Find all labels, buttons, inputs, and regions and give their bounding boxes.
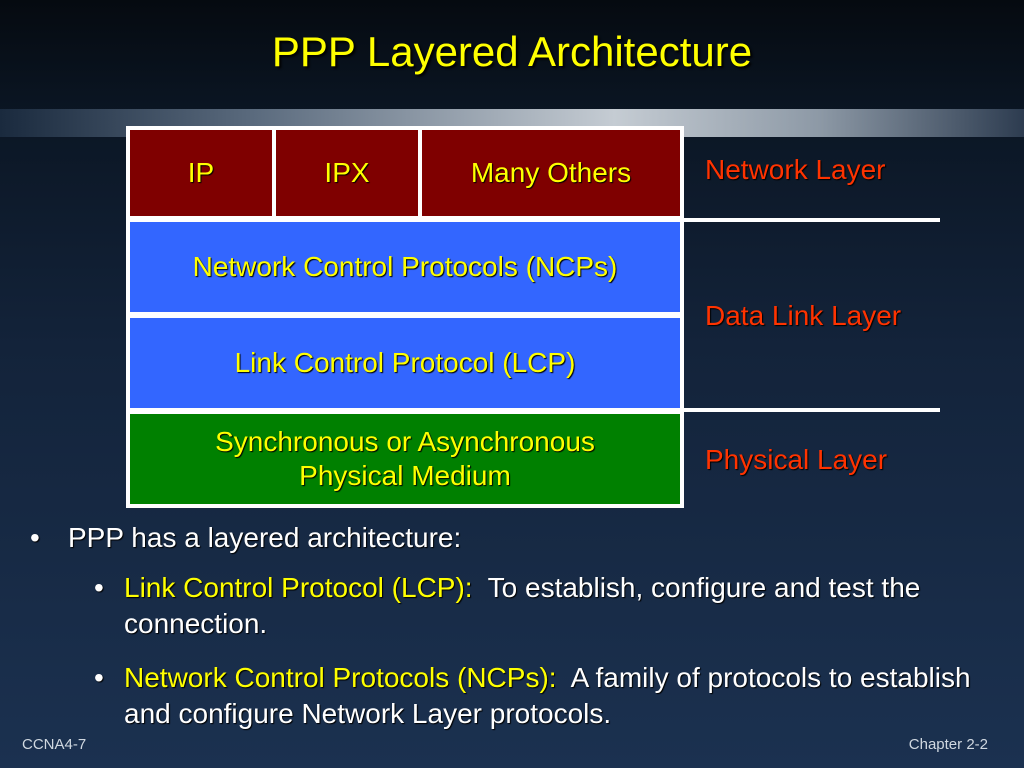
ncp-description: A family of protocols to establish and c…: [124, 662, 971, 730]
cell-many-others: Many Others: [422, 130, 680, 216]
cell-physical-medium: Synchronous or Asynchronous Physical Med…: [130, 414, 680, 504]
lcp-term: Link Control Protocol (LCP):: [124, 572, 473, 603]
bullet-lcp: • Link Control Protocol (LCP): To establ…: [94, 570, 994, 643]
cell-ncp: Network Control Protocols (NCPs): [130, 222, 680, 312]
lcp-description: To establish, configure and test the con…: [124, 572, 921, 640]
separator-datalink-physical: [684, 408, 940, 412]
bullet-main: • PPP has a layered architecture:: [30, 520, 461, 556]
separator-network-datalink: [684, 218, 940, 222]
footer-chapter: Chapter 2-2: [908, 736, 988, 753]
bullet-dot-icon: •: [94, 572, 104, 603]
label-network-layer: Network Layer: [705, 154, 886, 185]
cell-ipx: IPX: [276, 130, 418, 216]
cell-lcp: Link Control Protocol (LCP): [130, 318, 680, 408]
bullet-dot-icon: •: [30, 522, 40, 553]
physical-line-2: Physical Medium: [299, 460, 511, 491]
label-physical-layer: Physical Layer: [705, 444, 888, 475]
cell-ip: IP: [130, 130, 272, 216]
bullet-ncp: • Network Control Protocols (NCPs): A fa…: [94, 660, 994, 733]
ncp-term: Network Control Protocols (NCPs):: [124, 662, 557, 693]
label-data-link-layer: Data Link Layer: [705, 300, 902, 331]
bullet-dot-icon: •: [94, 662, 104, 693]
physical-line-1: Synchronous or Asynchronous: [215, 426, 595, 458]
slide-title: PPP Layered Architecture: [271, 28, 753, 75]
protocol-stack-diagram: IP IPX Many Others Network Control Proto…: [126, 126, 684, 508]
bullet-main-text: PPP has a layered architecture:: [68, 522, 462, 553]
footer-course: CCNA4-7: [22, 736, 87, 753]
